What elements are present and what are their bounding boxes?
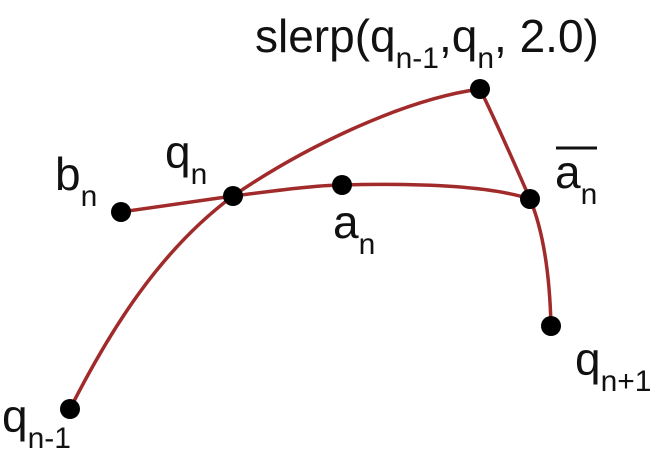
point-q-n (223, 186, 243, 206)
point-q-n-minus-1 (60, 399, 80, 419)
point-slerp (470, 79, 490, 99)
label-slerp: slerp(qn-1,qn, 2.0) (255, 10, 599, 75)
label-q-n: qn (165, 126, 207, 191)
label-a-n: an (333, 196, 375, 261)
curve-q-n-minus-1-to-slerp (68, 87, 482, 411)
labels: slerp(qn-1,qn, 2.0) bn qn an an qn+1 qn-… (2, 10, 651, 455)
curves (68, 87, 553, 411)
label-a-bar-n: an (555, 146, 597, 211)
point-q-n-plus-1 (541, 316, 561, 336)
label-b-n: bn (55, 148, 97, 213)
point-b-n (111, 202, 131, 222)
curve-slerp-to-q-n-plus-1 (478, 87, 553, 328)
point-a-n (332, 175, 352, 195)
label-q-n-plus-1: qn+1 (575, 333, 651, 398)
label-q-n-minus-1: qn-1 (2, 390, 71, 455)
point-a-bar-n (520, 189, 540, 209)
points (60, 79, 561, 419)
curve-b-n-to-a-bar-n (119, 182, 532, 214)
